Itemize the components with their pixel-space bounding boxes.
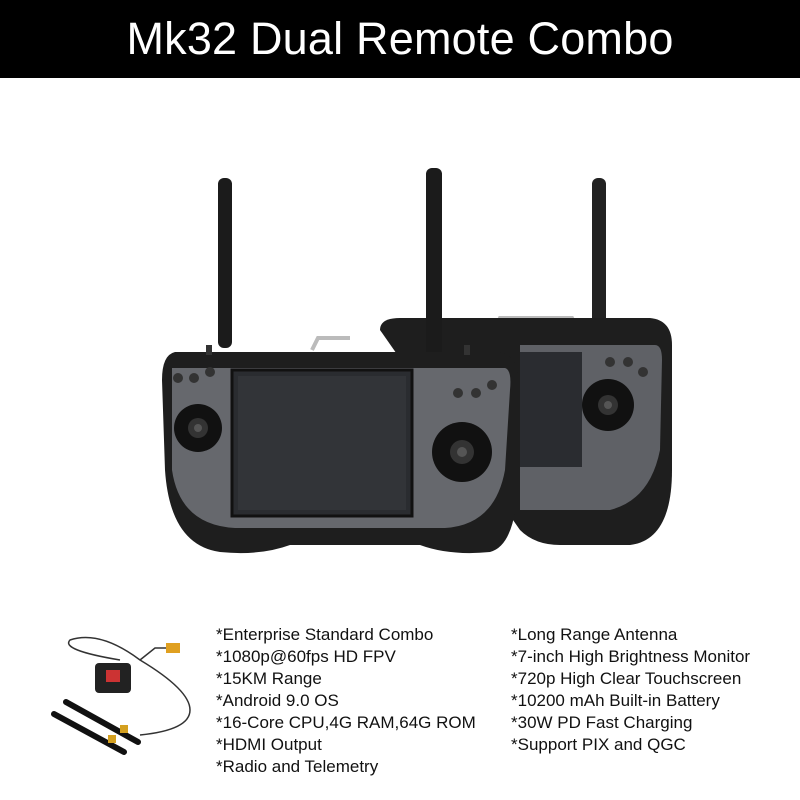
feature-item: *Radio and Telemetry (216, 757, 379, 776)
front-remote-controller (162, 168, 518, 554)
feature-item: *10200 mAh Built-in Battery (511, 691, 720, 710)
feature-item: *Android 9.0 OS (216, 691, 339, 710)
feature-item: *Long Range Antenna (511, 625, 678, 644)
feature-item: *720p High Clear Touchscreen (511, 669, 742, 688)
feature-item: *Enterprise Standard Combo (216, 625, 434, 644)
page-title: Mk32 Dual Remote Combo (126, 13, 674, 64)
feature-item: *HDMI Output (216, 735, 322, 754)
features-left-list: *Enterprise Standard Combo *1080p@60fps … (216, 624, 476, 778)
feature-item: *Support PIX and QGC (511, 735, 686, 754)
feature-item: *15KM Range (216, 669, 322, 688)
feature-item: *30W PD Fast Charging (511, 713, 693, 732)
feature-item: *7-inch High Brightness Monitor (511, 647, 751, 666)
radio-module (51, 636, 191, 755)
feature-item: *1080p@60fps HD FPV (216, 647, 396, 666)
features-right-list: *Long Range Antenna *7-inch High Brightn… (511, 624, 750, 756)
title-bar: Mk32 Dual Remote Combo (0, 0, 800, 78)
feature-item: *16-Core CPU,4G RAM,64G ROM (216, 713, 476, 732)
